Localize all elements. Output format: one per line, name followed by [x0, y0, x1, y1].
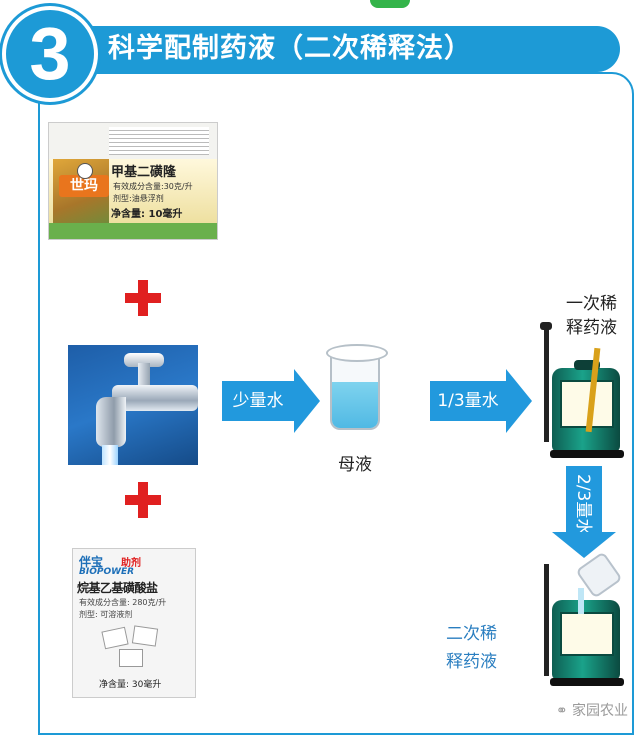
spray-lance: [544, 330, 549, 442]
arrow-two-thirds-water: 2/3量水: [552, 466, 616, 558]
product-content: 有效成分含量:30克/升: [113, 182, 193, 191]
beaker-image: [326, 344, 388, 430]
plus-icon: [125, 482, 161, 518]
arrow-head-icon: [294, 369, 320, 433]
mother-liquor-fill: [332, 382, 378, 428]
water-faucet-image: [68, 345, 198, 465]
arrow-label: 1/3量水: [430, 381, 506, 421]
wechat-icon: ⚭: [555, 703, 572, 719]
title-frame-arc: [38, 72, 634, 102]
bayer-logo-icon: [77, 163, 93, 179]
product-package-adjuvant: 伴宝 助剂 BIOPOWER 烷基乙基磺酸盐 有效成分含量: 280克/升 剂型…: [72, 548, 196, 698]
arrow-label: 少量水: [222, 381, 294, 421]
first-dilution-label: 一次稀 释药液: [566, 294, 617, 338]
product-formulation: 剂型:油悬浮剂: [113, 194, 164, 203]
second-dilution-label: 二次稀 释药液: [446, 624, 497, 672]
plus-icon: [125, 280, 161, 316]
product-package-herbicide: 世玛 甲基二磺隆 有效成分含量:30克/升 剂型:油悬浮剂 净含量: 10毫升: [48, 122, 218, 240]
product-name: 甲基二磺隆: [111, 165, 177, 180]
adjuvant-net-content: 净含量: 30毫升: [99, 680, 162, 690]
content-frame: [38, 95, 634, 735]
arrow-head-icon: [506, 369, 532, 433]
adjuvant-content: 有效成分含量: 280克/升: [79, 598, 167, 607]
arrow-one-third-water: 1/3量水: [430, 369, 532, 433]
step-number-badge: 3: [2, 6, 98, 102]
spray-lance: [544, 564, 549, 676]
mini-package-icon: [101, 626, 129, 650]
adjuvant-formulation: 剂型: 可溶液剂: [79, 610, 133, 619]
mini-package-icon: [131, 625, 159, 647]
adjuvant-brand-label: 伴宝: [79, 555, 104, 569]
product-brand-label: 世玛: [59, 175, 109, 197]
arrow-little-water: 少量水: [222, 369, 320, 433]
sprayer-second-dilution: [530, 560, 630, 690]
adjuvant-name: 烷基乙基磺酸盐: [77, 581, 158, 595]
arrow-head-icon: [552, 532, 616, 558]
mini-package-icon: [119, 649, 143, 667]
water-stream: [578, 588, 584, 614]
watermark: ⚭ 家园农业: [555, 703, 628, 719]
product-net-content: 净含量: 10毫升: [111, 209, 183, 220]
package-fine-print: [109, 127, 209, 155]
mother-liquor-label: 母液: [338, 455, 372, 475]
top-green-tab: [370, 0, 410, 8]
adjuvant-type-label: 助剂: [121, 558, 141, 569]
sprayer-first-dilution: [530, 318, 630, 468]
section-title: 科学配制药液（二次稀释法）: [60, 26, 620, 72]
adjuvant-brand-en: BIOPOWER: [79, 567, 135, 577]
